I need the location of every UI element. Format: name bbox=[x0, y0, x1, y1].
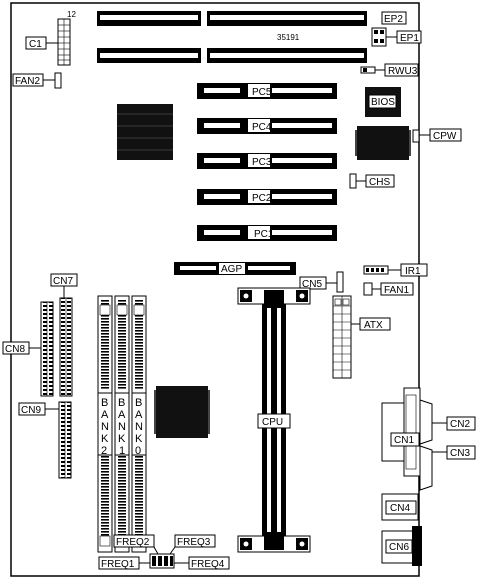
dimm-bank-2 bbox=[97, 295, 113, 553]
cn7-header bbox=[59, 297, 73, 397]
pc2-label: PC2 bbox=[252, 193, 272, 204]
cn2-label: CN2 bbox=[450, 419, 470, 430]
cn4-label: CN4 bbox=[390, 503, 410, 514]
cn1-label-box bbox=[390, 432, 420, 447]
atx-connector bbox=[332, 295, 352, 379]
bank2-text: B A N K 2 bbox=[101, 397, 109, 457]
chs-header bbox=[349, 173, 357, 189]
cpu-slot bbox=[237, 287, 311, 553]
pc1-label: PC1 bbox=[254, 229, 274, 240]
ep2-label-box bbox=[381, 11, 407, 25]
isa-slot-top bbox=[97, 11, 367, 26]
cn1-label: CN1 bbox=[394, 435, 414, 446]
agp-slot bbox=[174, 262, 296, 275]
freq2-label: FREQ2 bbox=[116, 537, 150, 548]
cn7-label: CN7 bbox=[53, 276, 73, 287]
pci-slot-pc2 bbox=[197, 189, 337, 205]
bios-chip bbox=[365, 87, 401, 117]
pci-slot-pc5 bbox=[197, 83, 337, 99]
pc4-label: PC4 bbox=[252, 122, 272, 133]
pin-12-label: 12 bbox=[67, 10, 76, 19]
cn8-label: CN8 bbox=[5, 344, 25, 355]
pci-slot-pc4 bbox=[197, 118, 337, 134]
bank1-char: K bbox=[118, 433, 126, 445]
bios-label: BIOS bbox=[371, 97, 395, 108]
bank1-char: B bbox=[118, 397, 125, 409]
agp-label: AGP bbox=[221, 264, 242, 275]
cpw-label: CPW bbox=[433, 131, 457, 142]
c1-label: C1 bbox=[29, 39, 42, 50]
chipset-center bbox=[154, 386, 210, 438]
freq2-label-box bbox=[113, 534, 155, 548]
bank1-char: A bbox=[118, 409, 126, 421]
cn9-label: CN9 bbox=[21, 405, 41, 416]
c1-header bbox=[57, 18, 71, 66]
chs-label: CHS bbox=[369, 177, 390, 188]
cn8-header bbox=[40, 301, 54, 397]
bank2-char: K bbox=[101, 433, 109, 445]
cn4-port bbox=[381, 493, 419, 521]
freq1-label: FREQ1 bbox=[101, 559, 135, 570]
ir1-header bbox=[363, 265, 389, 275]
cpw-header bbox=[412, 129, 420, 143]
bank0-char: K bbox=[135, 433, 143, 445]
fan2-label: FAN2 bbox=[15, 76, 40, 87]
ep1-label: EP1 bbox=[400, 33, 419, 44]
serial-ports bbox=[419, 399, 433, 491]
pc5-label: PC5 bbox=[252, 87, 272, 98]
freq4-label: FREQ4 bbox=[191, 559, 225, 570]
pc3-label: PC3 bbox=[252, 157, 272, 168]
bank2-char: N bbox=[101, 421, 109, 433]
bank1-char: N bbox=[118, 421, 126, 433]
cn3-label: CN3 bbox=[450, 448, 470, 459]
bank1-char: 1 bbox=[119, 445, 125, 457]
freq3-label: FREQ3 bbox=[177, 537, 211, 548]
chipset-northbridge bbox=[117, 104, 173, 160]
cpu-label: CPU bbox=[262, 417, 283, 428]
cn5-header bbox=[336, 271, 344, 293]
bank0-char: N bbox=[135, 421, 143, 433]
cn5-label: CN5 bbox=[302, 279, 322, 290]
fan1-label: FAN1 bbox=[384, 285, 409, 296]
bank2-char: B bbox=[101, 397, 108, 409]
ep-jumpers bbox=[371, 27, 387, 47]
pci-slot-pc1 bbox=[197, 225, 337, 241]
bank2-char: A bbox=[101, 409, 109, 421]
freq3-label-box bbox=[174, 534, 216, 548]
board-id-label: 35191 bbox=[277, 33, 300, 42]
cn6-port bbox=[381, 526, 422, 566]
fan1-header bbox=[363, 282, 373, 296]
dimm-bank-1 bbox=[114, 295, 130, 553]
fan2-header bbox=[54, 72, 62, 89]
bank0-char: 0 bbox=[135, 445, 141, 457]
isa-slot-bottom bbox=[97, 48, 367, 63]
cn9-header bbox=[58, 401, 72, 479]
bank0-char: B bbox=[135, 397, 142, 409]
bank0-text: B A N K 0 bbox=[135, 397, 143, 457]
chipset-southbridge bbox=[355, 126, 411, 160]
cn6-label: CN6 bbox=[389, 542, 409, 553]
ir1-label: IR1 bbox=[405, 266, 421, 277]
freq-jumpers bbox=[149, 553, 175, 569]
pci-slot-pc3 bbox=[197, 153, 337, 169]
bank1-text: B A N K 1 bbox=[118, 397, 126, 457]
bank0-char: A bbox=[135, 409, 143, 421]
bank2-char: 2 bbox=[101, 445, 107, 457]
rwu3-label: RWU3 bbox=[388, 66, 418, 77]
ep2-label: EP2 bbox=[384, 14, 403, 25]
atx-label: ATX bbox=[364, 320, 383, 331]
